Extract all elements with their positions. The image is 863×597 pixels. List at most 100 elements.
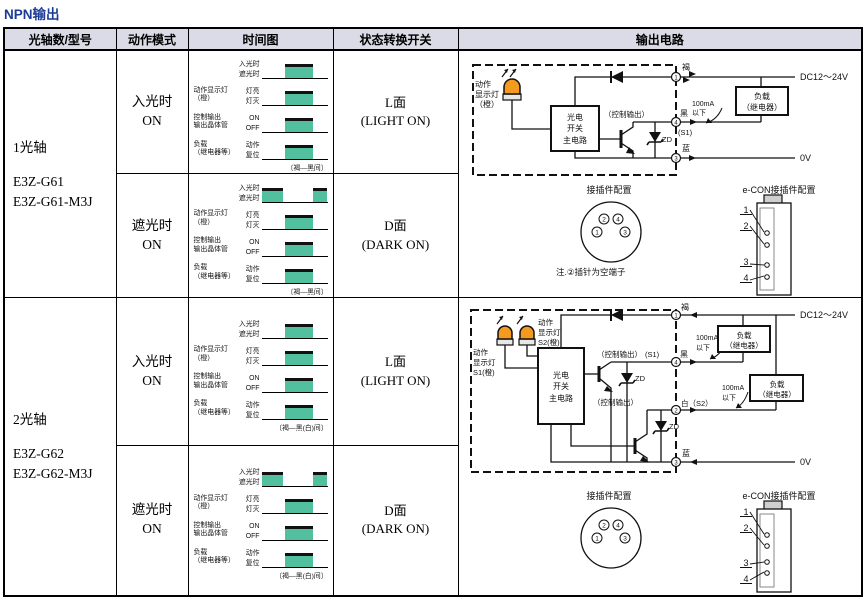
round-pin-number: 2	[602, 216, 606, 223]
load-label: （继电器）	[742, 102, 782, 112]
signal-waveform	[261, 116, 328, 134]
terminal-number: 4	[674, 360, 678, 366]
signal-name	[194, 63, 236, 68]
col-header-axes-model: 光轴数/型号	[3, 27, 117, 51]
lamp2-wire	[525, 345, 538, 357]
signal-name: 动作显示灯（橙）	[193, 494, 228, 511]
round-pin-1	[591, 532, 602, 544]
waveform-pulse	[285, 214, 313, 229]
round-pin-number: 2	[602, 522, 606, 529]
terminal-4	[670, 356, 681, 368]
collector-wire	[620, 122, 634, 136]
indicator1-label: 动作	[473, 347, 488, 357]
signal-waveform	[261, 62, 328, 80]
waveform-pulse	[285, 526, 313, 541]
round-pin-3	[619, 532, 630, 544]
lamp-wire	[510, 100, 551, 130]
indicator-label: 显示灯	[475, 89, 499, 99]
signal-states: 动作复位	[245, 550, 260, 568]
wire-arrow	[688, 71, 696, 77]
waveform-pulse	[312, 187, 328, 202]
top-wire	[559, 314, 672, 348]
top-wire	[573, 76, 672, 106]
waveform-pulse	[285, 350, 313, 365]
model-cell-1axis: 1光轴 E3Z-G61 E3Z-G61-M3J	[3, 49, 117, 298]
signal-states: 灯亮灯灭	[245, 496, 260, 514]
econ-pin-number: 2	[743, 221, 748, 231]
current-limit-label: 100mA	[722, 385, 745, 392]
signal-waveform	[261, 322, 328, 339]
mode-cell-light-on: 入光时 ON	[115, 297, 189, 446]
load-box-1	[716, 325, 771, 353]
econ-pin	[763, 559, 770, 565]
indicator-lamp-s1-icon	[496, 325, 513, 340]
output-s1-label: (S1)	[645, 350, 660, 359]
econ-pin-number: 1	[743, 205, 748, 215]
round-pin-number: 3	[623, 229, 627, 236]
terminal-number: 3	[674, 156, 678, 162]
current-arrow-tip	[705, 118, 712, 123]
econ-pin	[763, 242, 770, 248]
wire-color-brown: 褐	[681, 302, 689, 312]
terminal-3	[670, 456, 681, 468]
wire-color-blue: 蓝	[682, 143, 690, 153]
switch-line: (LIGHT ON)	[360, 372, 431, 388]
signal-name: 负载（继电器等）	[193, 548, 235, 565]
econ-pin	[763, 230, 770, 236]
signal-name: 动作显示灯（橙）	[193, 345, 228, 362]
econ-pin-number: 3	[743, 558, 748, 568]
load-label: （继电器）	[725, 340, 763, 350]
waveform-pulse	[312, 472, 328, 487]
main-circuit-box	[536, 347, 585, 425]
signal-name: 负载（继电器等）	[193, 140, 235, 157]
power-supply-label: DC12～24V	[800, 310, 848, 320]
timing-signal-row: 负载（继电器等）动作复位	[194, 393, 328, 420]
timing-signal-row: 入光时遮光时	[194, 176, 328, 203]
main-circuit-label: 开关	[567, 123, 583, 133]
timing-signal-row: 入光时遮光时	[194, 460, 328, 488]
round-pin-number: 1	[595, 535, 599, 542]
mode-line: 遮光时	[131, 502, 173, 518]
zero-volt-label: 0V	[800, 457, 811, 467]
signal-waveform	[261, 186, 328, 203]
waveform-pulse	[261, 472, 283, 487]
zero-volt-label: 0V	[800, 153, 811, 163]
timing-caption: 〔褐—黑(白)间〕	[275, 424, 328, 432]
header-row: 光轴数/型号 动作模式 时间图 状态转换开关 输出电路	[3, 27, 863, 51]
round-pin-number: 1	[595, 229, 599, 236]
connector-config-title: 接插件配置	[586, 184, 631, 195]
econ-face	[759, 513, 774, 588]
signal-states: 入光时遮光时	[238, 469, 260, 487]
power-supply-label: DC12～24V	[800, 72, 848, 82]
indicator-lamp-icon	[502, 78, 521, 95]
signal-name: 控制输出输出晶体管	[193, 113, 228, 130]
waveform-pulse	[285, 323, 313, 338]
round-pin-1	[591, 226, 602, 238]
circuit-cell-2axis: 1 4 2 3 动作 显示灯 S1(橙) 动作 显示灯 S2(橙) 光电 开关 …	[457, 297, 863, 596]
signal-name	[194, 471, 236, 476]
round-connector-icon	[579, 201, 642, 263]
econ-pin	[763, 570, 770, 576]
zener2-icon	[654, 421, 667, 431]
signal-states: 灯亮灯灭	[245, 211, 260, 229]
terminal-4	[670, 116, 681, 128]
signal-states: 动作复位	[245, 142, 260, 160]
waveform-pulse	[285, 64, 313, 79]
signal-states: 入光时遮光时	[238, 61, 260, 79]
switch-cell-light-on: L面 (LIGHT ON)	[332, 49, 459, 175]
mode-line: ON	[142, 372, 162, 388]
signal-states: 入光时遮光时	[238, 320, 260, 338]
signal-name: 动作显示灯（橙）	[193, 86, 228, 103]
emitter-wire	[620, 142, 634, 158]
econ-pin-number: 3	[743, 257, 748, 267]
